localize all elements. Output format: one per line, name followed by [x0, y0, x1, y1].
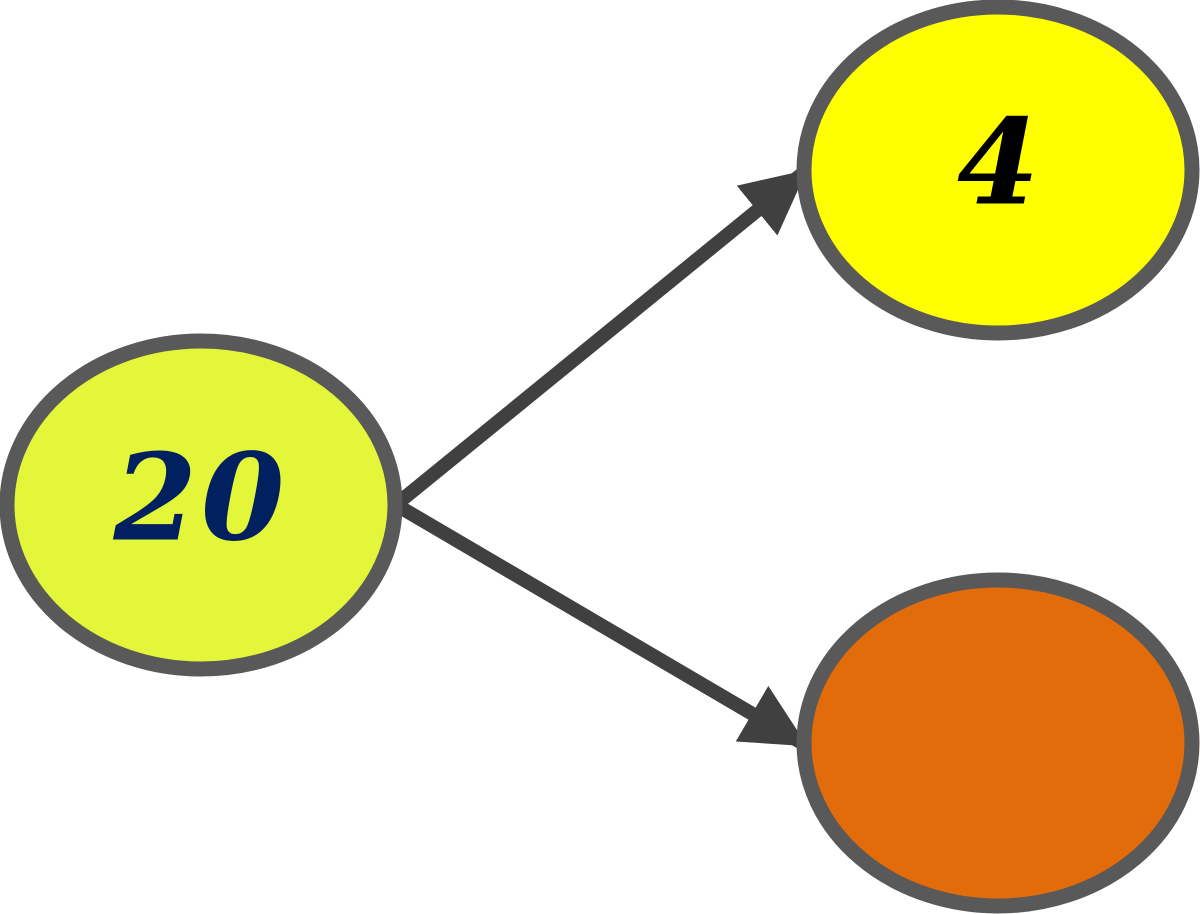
top-right-node-label: 4	[957, 93, 1039, 232]
root-node-ellipse	[0, 333, 403, 677]
bottom-right-node-ellipse	[796, 572, 1200, 914]
top-right-node-ellipse	[796, 0, 1200, 341]
arrow-to-bottom-node	[394, 499, 808, 750]
top-right-node: 4	[796, 0, 1200, 341]
root-node: 20	[0, 333, 403, 677]
root-node-label: 20	[113, 428, 289, 569]
bottom-right-node	[796, 572, 1200, 914]
arrow-to-top-node	[393, 168, 807, 509]
